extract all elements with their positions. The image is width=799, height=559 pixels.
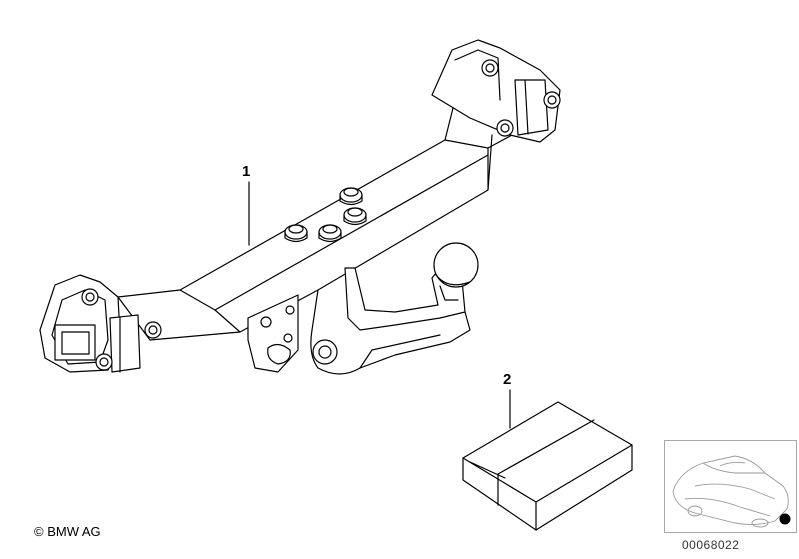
bolt-4 xyxy=(343,207,367,226)
bolt-2 xyxy=(318,224,342,243)
tow-ball xyxy=(433,242,479,301)
parts-kit-box xyxy=(462,401,633,531)
copyright: © BMW AG xyxy=(34,524,101,539)
socket-holder-plate xyxy=(247,294,299,373)
right-mounting-bracket xyxy=(431,39,561,143)
location-marker xyxy=(779,513,791,525)
left-mounting-bracket xyxy=(39,274,162,373)
bolt-3 xyxy=(339,187,363,206)
bolt-1 xyxy=(284,224,308,243)
beam-bolts xyxy=(284,187,367,243)
reference-number: 00068022 xyxy=(682,538,740,552)
vehicle-location-thumbnail xyxy=(664,440,797,533)
callout-1: 1 xyxy=(242,163,251,180)
callout-2: 2 xyxy=(503,371,512,388)
car-outline xyxy=(672,455,791,528)
